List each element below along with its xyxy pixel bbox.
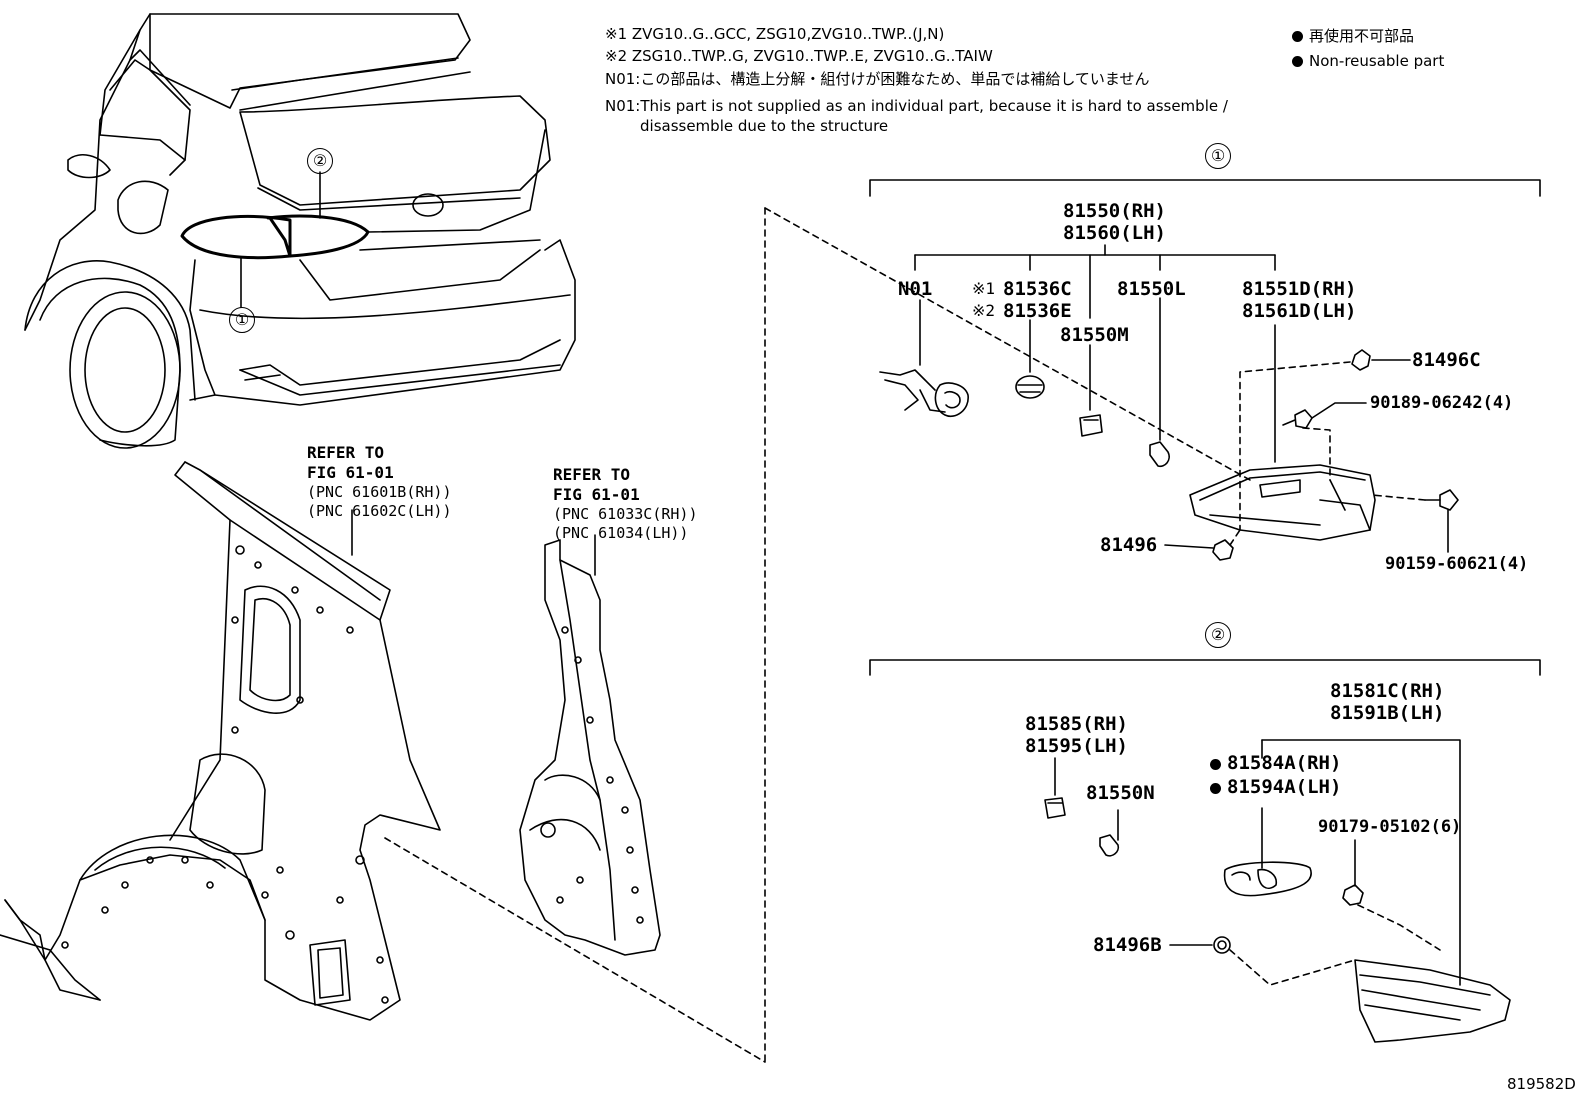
- grommet-part-81496: [1212, 539, 1234, 561]
- part-81536e: 81536E: [1003, 300, 1072, 322]
- section-2-bracket: [869, 659, 1541, 676]
- part-81496: 81496: [1100, 534, 1158, 556]
- legend-en: Non-reusable part: [1292, 51, 1444, 71]
- part-81496b: 81496B: [1093, 934, 1162, 956]
- part-90179-05102: 90179-05102(6): [1318, 817, 1462, 837]
- legend-dot-icon: [1292, 31, 1303, 42]
- wire-harness-part: [879, 299, 969, 417]
- bulb-part-81550L: [1149, 441, 1170, 468]
- bulb-part-81550N: [1099, 834, 1120, 857]
- model-note-2: ※2 ZSG10..TWP..G, ZVG10..TWP..E, ZVG10..…: [605, 47, 993, 65]
- part-81561d-lh: 81561D(LH): [1242, 300, 1357, 322]
- model-mark-1: ※1: [972, 279, 996, 298]
- note-n01-en-1: N01:This part is not supplied as an indi…: [605, 97, 1228, 115]
- figure-code: 819582D: [1507, 1075, 1576, 1093]
- dashed-assembly-line-1: [384, 837, 766, 1063]
- model-note-1: ※1 ZVG10..G..GCC, ZSG10,ZVG10..TWP..(J,N…: [605, 25, 945, 43]
- part-n01: N01: [898, 278, 933, 300]
- nut-part-90179: [1342, 884, 1364, 906]
- vehicle-rear-illustration: [24, 13, 576, 449]
- part-81584a-rh: 81584A(RH): [1210, 752, 1341, 774]
- socket-part-81536: [1015, 375, 1045, 399]
- bolt-part-90159: [1424, 489, 1459, 511]
- grommet-part-81496B: [1213, 936, 1231, 954]
- part-81594a-lh: 81594A(LH): [1210, 776, 1341, 798]
- refer-to-block-1: REFER TO FIG 61-01 (PNC 61601B(RH)) (PNC…: [307, 443, 452, 520]
- part-90159-60621: 90159-60621(4): [1385, 554, 1529, 574]
- note-n01-en-2: disassemble due to the structure: [640, 117, 889, 135]
- model-mark-2: ※2: [972, 301, 996, 320]
- legend-dot-icon: [1292, 56, 1303, 67]
- part-81550l: 81550L: [1117, 278, 1186, 300]
- socket-part-81550M: [1079, 414, 1103, 437]
- grommet-part-81496C: [1351, 349, 1371, 371]
- part-81581c-rh: 81581C(RH): [1330, 680, 1445, 702]
- socket-part-81585: [1044, 797, 1066, 819]
- quarter-panel-illustration: [0, 461, 441, 1021]
- part-81591b-lh: 81591B(LH): [1330, 702, 1445, 724]
- screw-part-90189: [1282, 409, 1313, 429]
- rear-combination-lamp-part: [1189, 464, 1376, 541]
- gasket-part-81584A: [1223, 861, 1312, 897]
- part-90189-06242: 90189-06242(4): [1370, 393, 1514, 413]
- part-81550-rh: 81550(RH): [1063, 200, 1166, 222]
- part-81560-lh: 81560(LH): [1063, 222, 1166, 244]
- dashed-assembly-line-3: [764, 207, 1251, 481]
- note-n01-jp: N01:この部品は、構造上分解・組付けが困難なため、単品では補給していません: [605, 70, 1150, 88]
- part-81595-lh: 81595(LH): [1025, 735, 1128, 757]
- section-1-callout: ①: [1205, 143, 1231, 169]
- legend-jp: 再使用不可部品: [1292, 26, 1414, 46]
- part-81585-rh: 81585(RH): [1025, 713, 1128, 735]
- refer-to-block-2: REFER TO FIG 61-01 (PNC 61033C(RH)) (PNC…: [553, 465, 698, 542]
- part-81536c: 81536C: [1003, 278, 1072, 300]
- part-81550m: 81550M: [1060, 324, 1129, 346]
- part-81496c: 81496C: [1412, 349, 1481, 371]
- part-81551d-rh: 81551D(RH): [1242, 278, 1357, 300]
- section-2-callout: ②: [1205, 622, 1231, 648]
- callout-1-car: ①: [229, 307, 255, 333]
- non-reusable-dot-icon: [1210, 783, 1221, 794]
- section-1-bracket: [869, 179, 1541, 197]
- non-reusable-dot-icon: [1210, 759, 1221, 770]
- part-81550n: 81550N: [1086, 782, 1155, 804]
- wheel-house-inner-illustration: [519, 539, 661, 956]
- back-door-lamp-part: [1354, 959, 1511, 1043]
- callout-2-car: ②: [307, 148, 333, 174]
